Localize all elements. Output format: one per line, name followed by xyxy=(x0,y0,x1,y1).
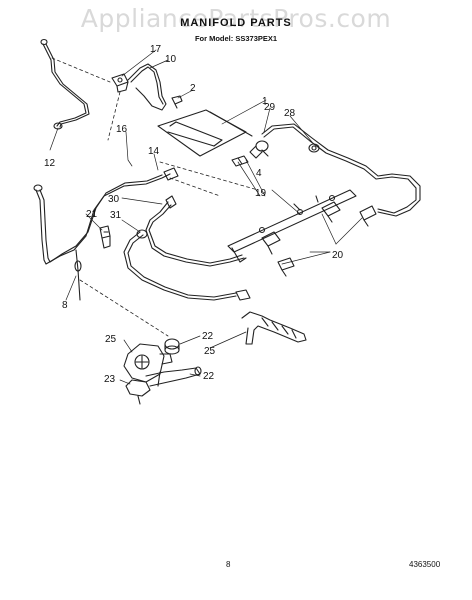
part-14-connector xyxy=(111,73,129,93)
part-28-tube xyxy=(261,123,421,217)
callout-13: 16 xyxy=(116,124,128,135)
callout-25-text: 25 xyxy=(204,346,216,357)
callout-11: 12 xyxy=(44,158,56,169)
part-29-fitting xyxy=(249,140,269,159)
model-subtitle: For Model: SS373PEX1 xyxy=(194,34,278,43)
part-22-pipe xyxy=(145,366,202,387)
part-11-tube xyxy=(40,38,90,130)
part-25-bracket xyxy=(241,311,307,345)
part-31-tube xyxy=(123,229,251,301)
callout-22-text: 22 xyxy=(203,371,215,382)
callout-2: 2 xyxy=(190,83,196,94)
callout-labels: 17 10 2 1 29 28 16 14 4 19 30 21 31 20 1… xyxy=(44,44,344,385)
part-10-tube xyxy=(127,63,167,111)
callout-12: 14 xyxy=(148,146,160,157)
callout-8: 8 xyxy=(62,300,68,311)
callout-29: 29 xyxy=(264,102,276,113)
part-8-tube xyxy=(74,249,82,301)
page-number: 8 xyxy=(226,560,231,569)
part-16-manifold xyxy=(227,189,357,263)
part-21-elbow xyxy=(125,379,151,405)
part-4-clip xyxy=(231,155,249,167)
callout-10: 10 xyxy=(165,54,177,65)
part-30-tube xyxy=(145,195,245,267)
callout-30: 30 xyxy=(108,194,120,205)
callout-19: 21 xyxy=(86,209,98,220)
callout-4: 4 xyxy=(256,168,262,179)
part-20-nut xyxy=(164,338,180,355)
part-13-tube xyxy=(33,167,179,265)
part-17-orifices xyxy=(261,201,377,277)
callout-14: 17 xyxy=(150,44,162,55)
callout-16: 19 xyxy=(255,188,267,199)
callout-20: 22 xyxy=(202,331,214,342)
callout-23: 25 xyxy=(105,334,117,345)
page-title: MANIFOLD PARTS xyxy=(180,17,292,29)
document-code: 4363500 xyxy=(409,560,441,569)
part-19-fitting xyxy=(99,225,111,249)
part-2-screw xyxy=(171,95,183,109)
part-1-plate xyxy=(157,109,253,157)
callout-1: 1 xyxy=(262,96,268,107)
callout-28: 28 xyxy=(284,108,296,119)
callout-17: 20 xyxy=(332,250,344,261)
callout-31: 31 xyxy=(110,210,122,221)
callout-21: 23 xyxy=(104,374,116,385)
leader-lines xyxy=(49,49,363,385)
